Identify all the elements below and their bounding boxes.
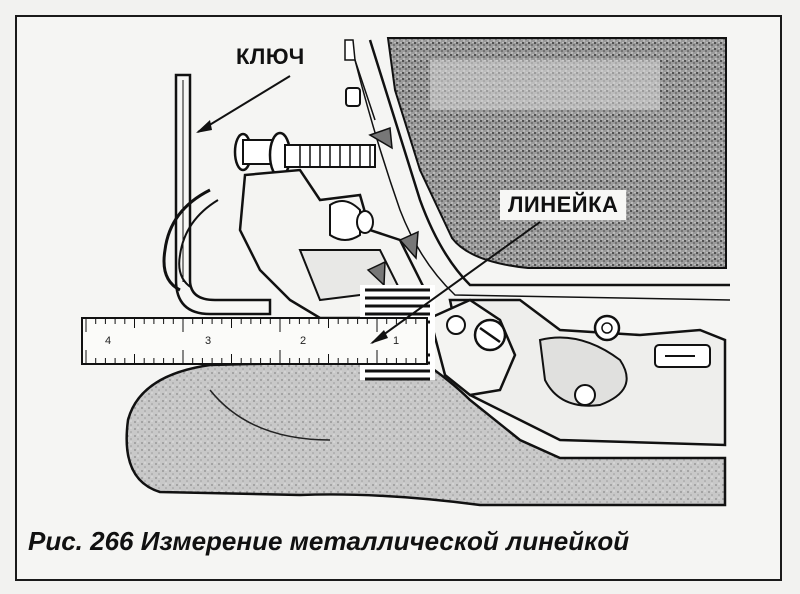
wire-bundle [162, 188, 211, 292]
callout-arrow-key [196, 75, 291, 133]
label-key: КЛЮЧ [236, 44, 305, 69]
ruler-number-4: 4 [105, 335, 111, 347]
gasket-highlight [430, 60, 660, 110]
ruler-number-1: 1 [393, 335, 399, 347]
label-ruler: ЛИНЕЙКА [500, 190, 627, 220]
figure-caption: Рис. 266 Измерение металлической линейко… [28, 526, 630, 556]
callout-arrow-ruler [370, 221, 541, 344]
ruler-number-3: 3 [205, 335, 211, 347]
body-edge-lines [368, 39, 730, 287]
ruler-number-2: 2 [300, 335, 306, 347]
adjusting-screw [233, 131, 376, 179]
metal-ruler: 4 3 2 1 [81, 317, 428, 365]
base-casting [125, 358, 727, 507]
